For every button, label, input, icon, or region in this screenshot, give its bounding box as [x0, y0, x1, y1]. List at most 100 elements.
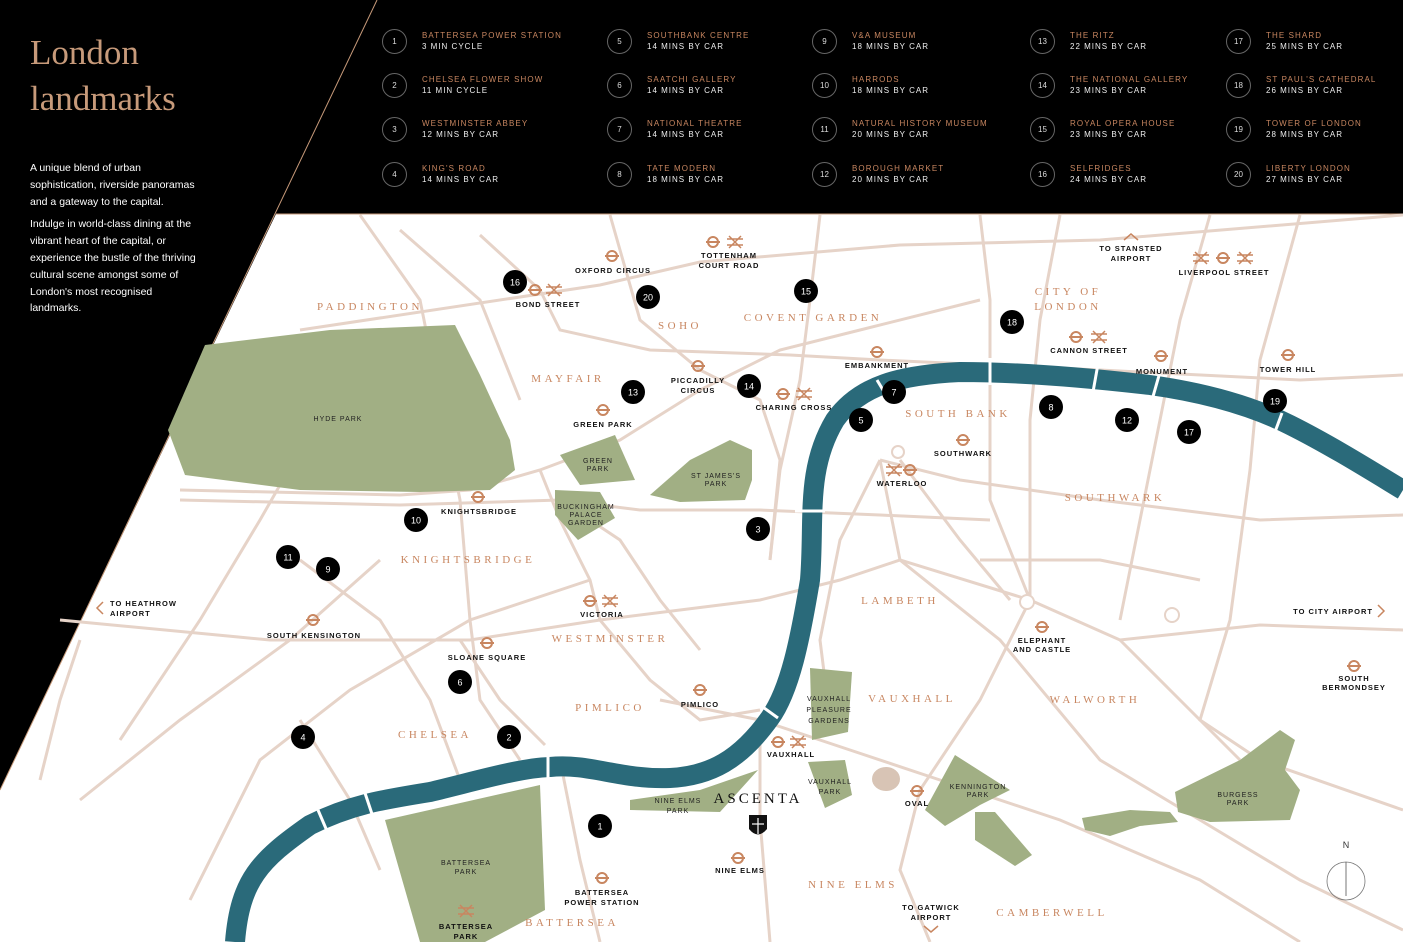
landmark-marker-14[interactable]	[737, 374, 761, 398]
landmark-number-badge: 11	[812, 116, 837, 142]
landmark-number-badge: 19	[1226, 116, 1251, 142]
landmark-name: National Theatre	[647, 119, 743, 128]
direction-label: TO STANSTED	[1099, 244, 1162, 253]
nine-elms-park-shape	[630, 770, 758, 812]
landmark-number-badge: 15	[1030, 116, 1055, 142]
station-label: KNIGHTSBRIDGE	[441, 507, 517, 516]
landmark-name: The National Gallery	[1070, 75, 1189, 84]
park-label: PARK	[967, 792, 990, 799]
station-labels: OXFORD CIRCUS TOTTENHAM COURT ROAD BOND …	[267, 251, 1385, 941]
park-label: PALACE	[569, 512, 602, 519]
landmark-marker-8[interactable]	[1039, 395, 1063, 419]
landmark-travel-time: 22 mins by car	[1070, 42, 1147, 51]
landmark-travel-time: 18 mins by car	[647, 175, 724, 184]
landmark-marker-15[interactable]	[794, 279, 818, 303]
station-label: VAUXHALL	[767, 750, 815, 759]
roundabouts	[891, 445, 1180, 623]
landmark-marker-7[interactable]	[882, 380, 906, 404]
district-label: PADDINGTON	[317, 301, 423, 313]
landmark-travel-time: 20 mins by car	[852, 130, 929, 139]
landmark-legend-item: 20Liberty London27 mins by car	[1226, 161, 1351, 187]
landmark-marker-10[interactable]	[404, 508, 428, 532]
battersea-park-shape	[385, 785, 545, 942]
station-label: COURT ROAD	[699, 261, 760, 270]
park-label: BURGESS	[1217, 792, 1258, 799]
landmark-travel-time: 12 mins by car	[422, 130, 499, 139]
landmark-marker-number: 13	[628, 388, 638, 398]
tube-icons	[306, 236, 1361, 884]
bridges	[316, 358, 1284, 839]
landmark-number-badge: 5	[607, 28, 632, 54]
landmark-legend-item: 6Saatchi Gallery14 mins by car	[607, 72, 737, 98]
kennington-park-shape	[925, 755, 1010, 826]
station-label: EMBANKMENT	[845, 361, 909, 370]
direction-labels: TO STANSTED AIRPORT TO HEATHROW AIRPORT …	[110, 244, 1373, 922]
vauxhall-park-shape	[808, 760, 852, 808]
landmark-marker-number: 19	[1270, 397, 1280, 407]
landmark-travel-time: 28 mins by car	[1266, 130, 1343, 139]
landmark-marker-17[interactable]	[1177, 420, 1201, 444]
landmark-number-badge: 3	[382, 116, 407, 142]
landmark-travel-time: 3 min cycle	[422, 42, 484, 51]
station-label: PICCADILLY	[671, 376, 725, 385]
landmark-marker-4[interactable]	[291, 725, 315, 749]
landmark-marker-3[interactable]	[746, 517, 770, 541]
landmark-marker-18[interactable]	[1000, 310, 1024, 334]
park-labels: HYDE PARK GREEN PARK ST JAMES'S PARK BUC…	[314, 416, 1258, 876]
station-label: CHARING CROSS	[756, 403, 833, 412]
landmark-marker-number: 10	[411, 516, 421, 526]
landmark-marker-20[interactable]	[636, 285, 660, 309]
district-label: WESTMINSTER	[552, 633, 669, 645]
landmark-legend-item: 1Battersea Power Station3 min cycle	[382, 28, 562, 54]
park-label: VAUXHALL	[807, 696, 851, 703]
station-label: BOND STREET	[516, 300, 581, 309]
station-label: NINE ELMS	[715, 866, 765, 875]
park-label: ST JAMES'S	[691, 473, 741, 480]
landmark-marker-1[interactable]	[588, 814, 612, 838]
park-label: GARDEN	[568, 520, 604, 527]
park-label: GREEN	[583, 458, 613, 465]
detail-paragraph: Indulge in world-class dining at the vib…	[30, 218, 196, 315]
landmark-legend-item: 14The National Gallery23 mins by car	[1030, 72, 1188, 98]
station-label: BATTERSEA	[439, 922, 493, 931]
landmark-marker-12[interactable]	[1115, 408, 1139, 432]
landmark-legend-item: 10Harrods18 mins by car	[812, 72, 929, 98]
landmark-marker-5[interactable]	[849, 408, 873, 432]
landmark-travel-time: 25 mins by car	[1266, 42, 1343, 51]
landmark-name: Liberty London	[1266, 164, 1351, 173]
page-title: London landmarks	[30, 33, 176, 118]
station-label: PARK	[454, 932, 479, 941]
park-label: PARK	[1227, 800, 1250, 807]
green-park-shape	[560, 435, 635, 485]
landmark-name: Harrods	[852, 75, 900, 84]
station-label: CIRCUS	[681, 386, 716, 395]
direction-label: TO GATWICK	[902, 903, 960, 912]
landmark-name: Saatchi Gallery	[647, 75, 737, 84]
landmark-name: Chelsea Flower Show	[422, 75, 544, 84]
vauxhall-pleasure-gardens-shape	[810, 668, 852, 740]
landmark-travel-time: 26 mins by car	[1266, 86, 1343, 95]
landmark-marker-number: 8	[1048, 403, 1053, 413]
landmark-name: Tower of London	[1266, 119, 1362, 128]
landmark-marker-16[interactable]	[503, 270, 527, 294]
landmark-legend-item: 4King's Road14 mins by car	[382, 161, 499, 187]
ascenta-shield-icon	[749, 815, 767, 835]
landmark-marker-number: 7	[891, 388, 896, 398]
landmark-marker-19[interactable]	[1263, 389, 1287, 413]
landmark-marker-9[interactable]	[316, 557, 340, 581]
landmark-marker-2[interactable]	[497, 725, 521, 749]
landmark-marker-6[interactable]	[448, 670, 472, 694]
district-label: CITY OF	[1035, 286, 1102, 298]
burgess-park-shape	[1175, 730, 1300, 822]
station-label: TOWER HILL	[1260, 365, 1317, 374]
landmark-marker-11[interactable]	[276, 545, 300, 569]
district-label: SOUTHWARK	[1065, 492, 1166, 504]
landmark-legend-item: 12Borough Market20 mins by car	[812, 161, 944, 187]
buckingham-palace-garden-shape	[555, 490, 615, 540]
landmark-marker-13[interactable]	[621, 380, 645, 404]
direction-label: TO CITY AIRPORT	[1293, 607, 1373, 616]
park-label: PARK	[705, 481, 728, 488]
landmark-travel-time: 18 mins by car	[852, 42, 929, 51]
hyde-park-shape	[168, 325, 515, 492]
